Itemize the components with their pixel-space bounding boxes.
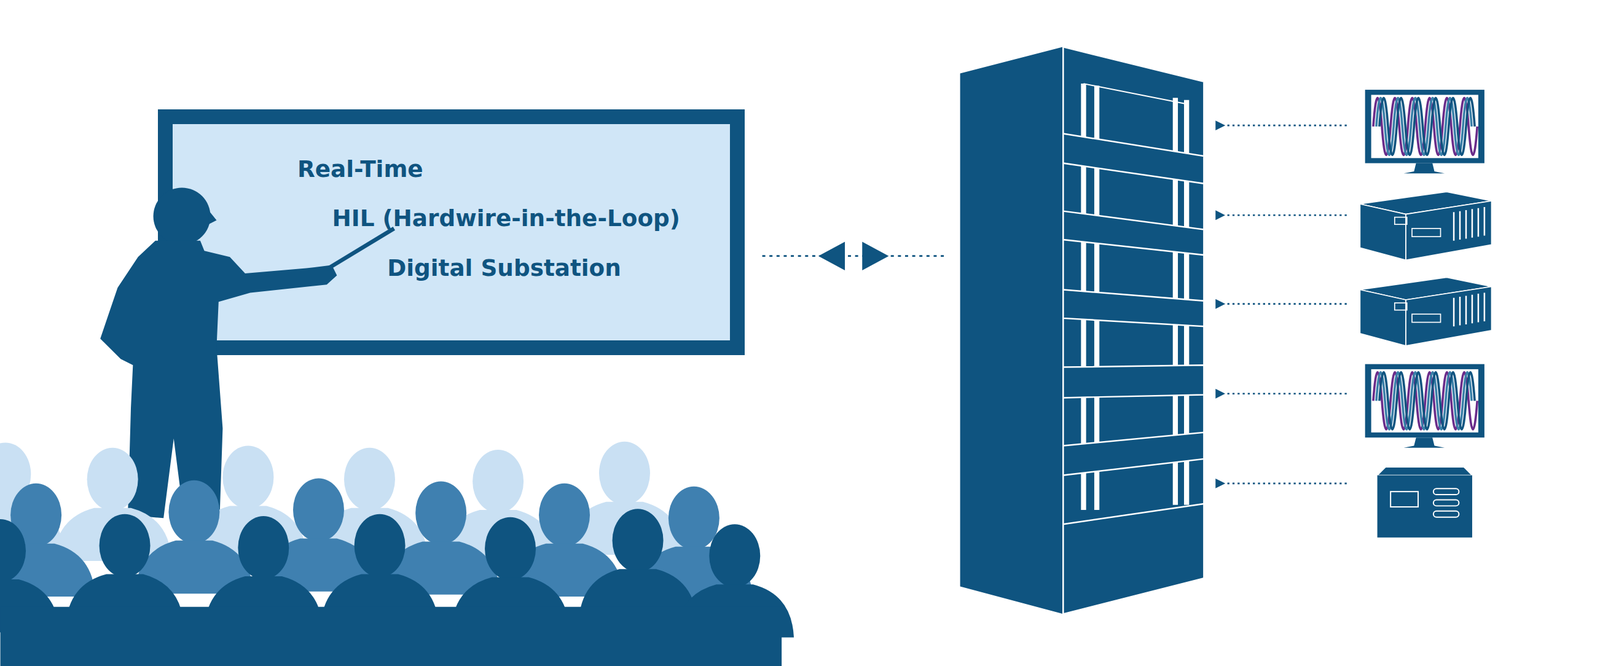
dotted-line [762, 254, 947, 257]
audience-person [0, 442, 65, 556]
board-text: HIL (Hardwire-in-the-Loop) [331, 204, 680, 233]
audience-person [634, 486, 754, 600]
instrument-box [1377, 466, 1473, 538]
box-button [1433, 499, 1460, 506]
audience-person [204, 516, 324, 630]
arrow-head [862, 241, 889, 270]
rack-edge [1083, 83, 1187, 104]
double-arrow [762, 241, 947, 270]
rack-shelf [1062, 211, 1204, 255]
audience-middle [0, 478, 754, 601]
dotted-arrow [1224, 302, 1347, 305]
box-top [1377, 466, 1473, 475]
rack-front [1062, 46, 1204, 614]
rack-shelf [1062, 364, 1204, 398]
server-rack [960, 46, 1205, 614]
box-body [1377, 475, 1473, 538]
presentation-board: Real-TimeHIL (Hardwire-in-the-Loop) Digit… [157, 109, 745, 356]
rack-base [1062, 503, 1204, 614]
audience-back [0, 441, 684, 564]
audience-person [259, 478, 378, 592]
audience-person [578, 508, 698, 622]
presenter-body [100, 240, 337, 519]
dotted-arrow [1224, 482, 1347, 485]
rack-shelf [1062, 133, 1204, 184]
rack-unit-icon [1359, 191, 1492, 260]
presenter-head [153, 187, 211, 245]
audience-person [189, 445, 308, 559]
box-button [1433, 511, 1460, 518]
dotted-arrow [1224, 214, 1347, 217]
pointer-stick [326, 228, 395, 270]
audience-front [0, 508, 794, 666]
audience-person [565, 441, 684, 555]
arrow-head [818, 241, 845, 270]
audience-person [450, 517, 570, 631]
rack-side [960, 46, 1064, 614]
device-arrows [1224, 125, 1347, 484]
dotted-arrow [1224, 392, 1347, 395]
audience-person [438, 449, 558, 563]
monitor-icon [1365, 364, 1485, 448]
audience-person [65, 514, 185, 628]
audience-base [0, 607, 783, 666]
rack-unit-icon [1359, 277, 1492, 346]
monitor-icon [1365, 89, 1485, 174]
audience-person [53, 447, 173, 561]
audience-person [135, 480, 254, 594]
audience-person [320, 514, 440, 628]
box-button [1433, 488, 1460, 495]
dotted-arrow [1224, 124, 1347, 127]
presenter-nose [208, 210, 217, 225]
rack-shelf [1062, 289, 1204, 327]
presenter [100, 187, 394, 518]
board-text: Digital Substation [387, 254, 622, 283]
board-text: Real-Time [297, 155, 424, 184]
audience-person [381, 481, 501, 595]
audience-person [310, 447, 429, 561]
audience-person [0, 519, 60, 633]
audience-person [0, 483, 96, 597]
audience-person [505, 483, 624, 597]
box-display [1390, 491, 1419, 507]
audience-person [675, 524, 794, 638]
rack-shelf [1062, 432, 1204, 476]
